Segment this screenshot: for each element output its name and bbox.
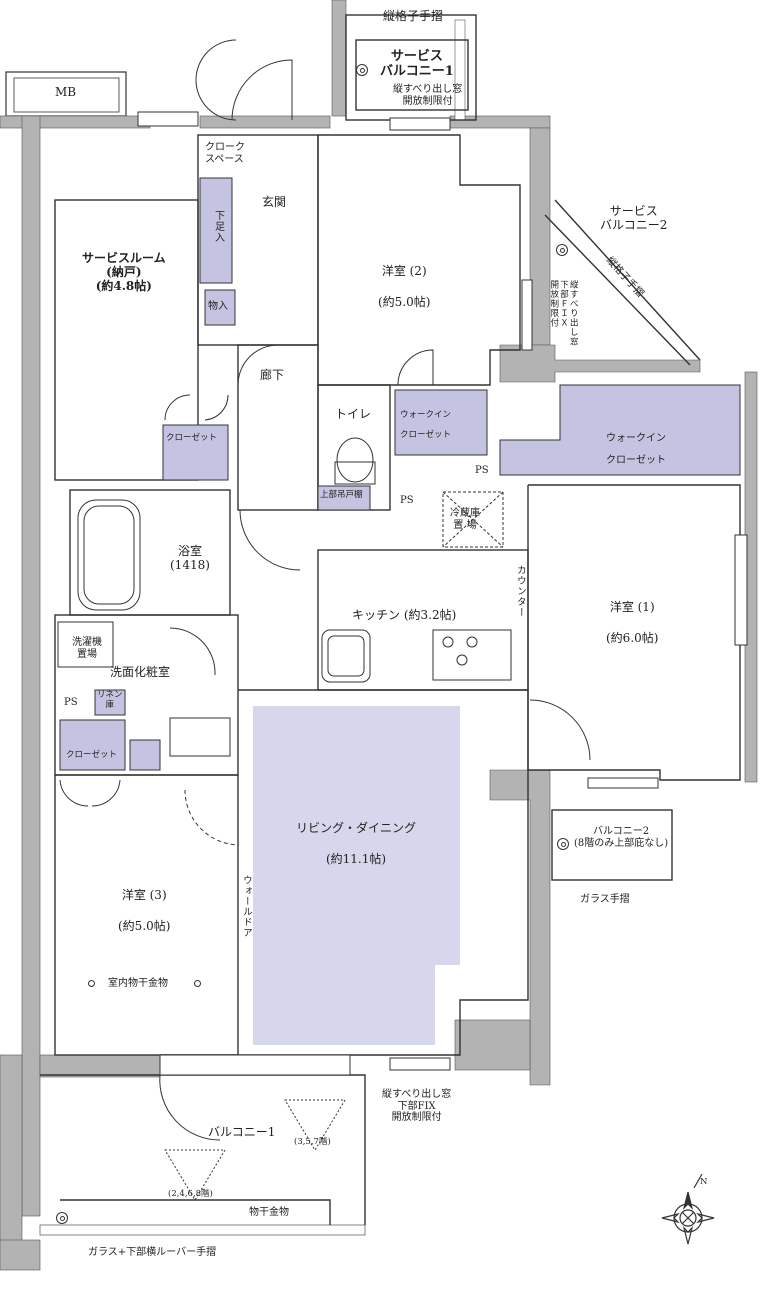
wic-small-label: ウォークイン クローゼット xyxy=(400,410,452,441)
linen-label: リネン 庫 xyxy=(97,690,123,710)
cloak-space-label: クローク スペース xyxy=(205,142,245,165)
closets xyxy=(59,177,741,771)
living-area xyxy=(253,706,460,1045)
window-top-note: 縦すべり出し窓 開放制限付 xyxy=(393,84,463,107)
walls xyxy=(0,0,758,1271)
fridge-label: 冷蔵庫 置 場 xyxy=(450,508,480,531)
kitchen-label: キッチン (約3.2帖) xyxy=(352,608,457,622)
drain-icon xyxy=(356,64,368,76)
ps-label-3: PS xyxy=(64,697,78,708)
youshitsu2-label: 洋室 (2) (約5.0帖) xyxy=(378,264,431,310)
senmen-label: 洗面化粧室 xyxy=(110,665,171,679)
closet1-label: クローゼット xyxy=(166,433,218,443)
wic-large-label: ウォークイン クローゼット xyxy=(606,433,666,466)
fixtures xyxy=(57,437,512,1201)
shoes-label: 下足入 xyxy=(212,210,224,243)
dryer-hook-right-icon xyxy=(194,980,201,987)
glass-rail-label: ガラス手摺 xyxy=(580,894,630,905)
door-swings xyxy=(59,39,591,1141)
bottom-rail-label: ガラス+下部横ルーバー手摺 xyxy=(88,1247,217,1258)
ps-label-1: PS xyxy=(475,465,489,476)
mb-label: MB xyxy=(55,85,77,99)
compass-rose xyxy=(661,1173,715,1245)
toilet-label: トイレ xyxy=(335,407,372,421)
room-lines xyxy=(40,14,741,1225)
youshitsu3-label: 洋室 (3) (約5.0帖) xyxy=(118,888,171,934)
service-room-label: サービスルーム (納戸) (約4.8帖) xyxy=(82,251,166,293)
drain-icon xyxy=(556,244,568,256)
balcony1-label: バルコニー1 xyxy=(208,1125,276,1139)
monohoshi-label: 物干金物 xyxy=(249,1207,289,1218)
service-balcony1-label: サービス バルコニー1 xyxy=(380,49,454,79)
indoor-dryer-label: 室内物干金物 xyxy=(108,978,168,989)
bath-label: 浴室 (1418) xyxy=(170,544,210,572)
service-balcony2-label: サービス バルコニー2 xyxy=(600,204,668,232)
toilet-shelf-label: 上部吊戸棚 xyxy=(320,490,363,500)
dryer-hook-left-icon xyxy=(88,980,95,987)
window-bottom-note: 縦すべり出し窓 下部FIX 開放制限付 xyxy=(382,1089,452,1123)
window-right-note: 縦すべり出し窓 下部ＦＩＸ 開放制限付 xyxy=(548,280,579,347)
floors-2468-label: (2,4,6,8階) xyxy=(168,1189,213,1199)
wall-door-label: ウォールドア xyxy=(240,875,252,938)
counter-label: カウンター xyxy=(514,565,526,618)
washer-label: 洗濯機 置場 xyxy=(72,637,102,660)
drain-icon xyxy=(557,838,569,850)
youshitsu1-label: 洋室 (1) (約6.0帖) xyxy=(606,600,659,646)
ps-label-2: PS xyxy=(400,495,414,506)
drain-icon xyxy=(56,1212,68,1224)
floors-357-label: (3,5,7階) xyxy=(294,1137,331,1147)
balcony2-label: バルコニー2 (8階のみ上部庇なし) xyxy=(574,826,669,849)
compass-north-label: N xyxy=(700,1177,708,1187)
top-rail-label: 縦格子手摺 xyxy=(383,9,444,23)
living-label: リビング・ダイニング (約11.1帖) xyxy=(296,821,417,867)
rouka-label: 廊下 xyxy=(260,368,285,382)
closet2-label: クローゼット xyxy=(66,750,118,760)
storage-label: 物入 xyxy=(208,301,228,312)
windows xyxy=(137,111,748,1076)
genkan-label: 玄関 xyxy=(262,195,287,209)
